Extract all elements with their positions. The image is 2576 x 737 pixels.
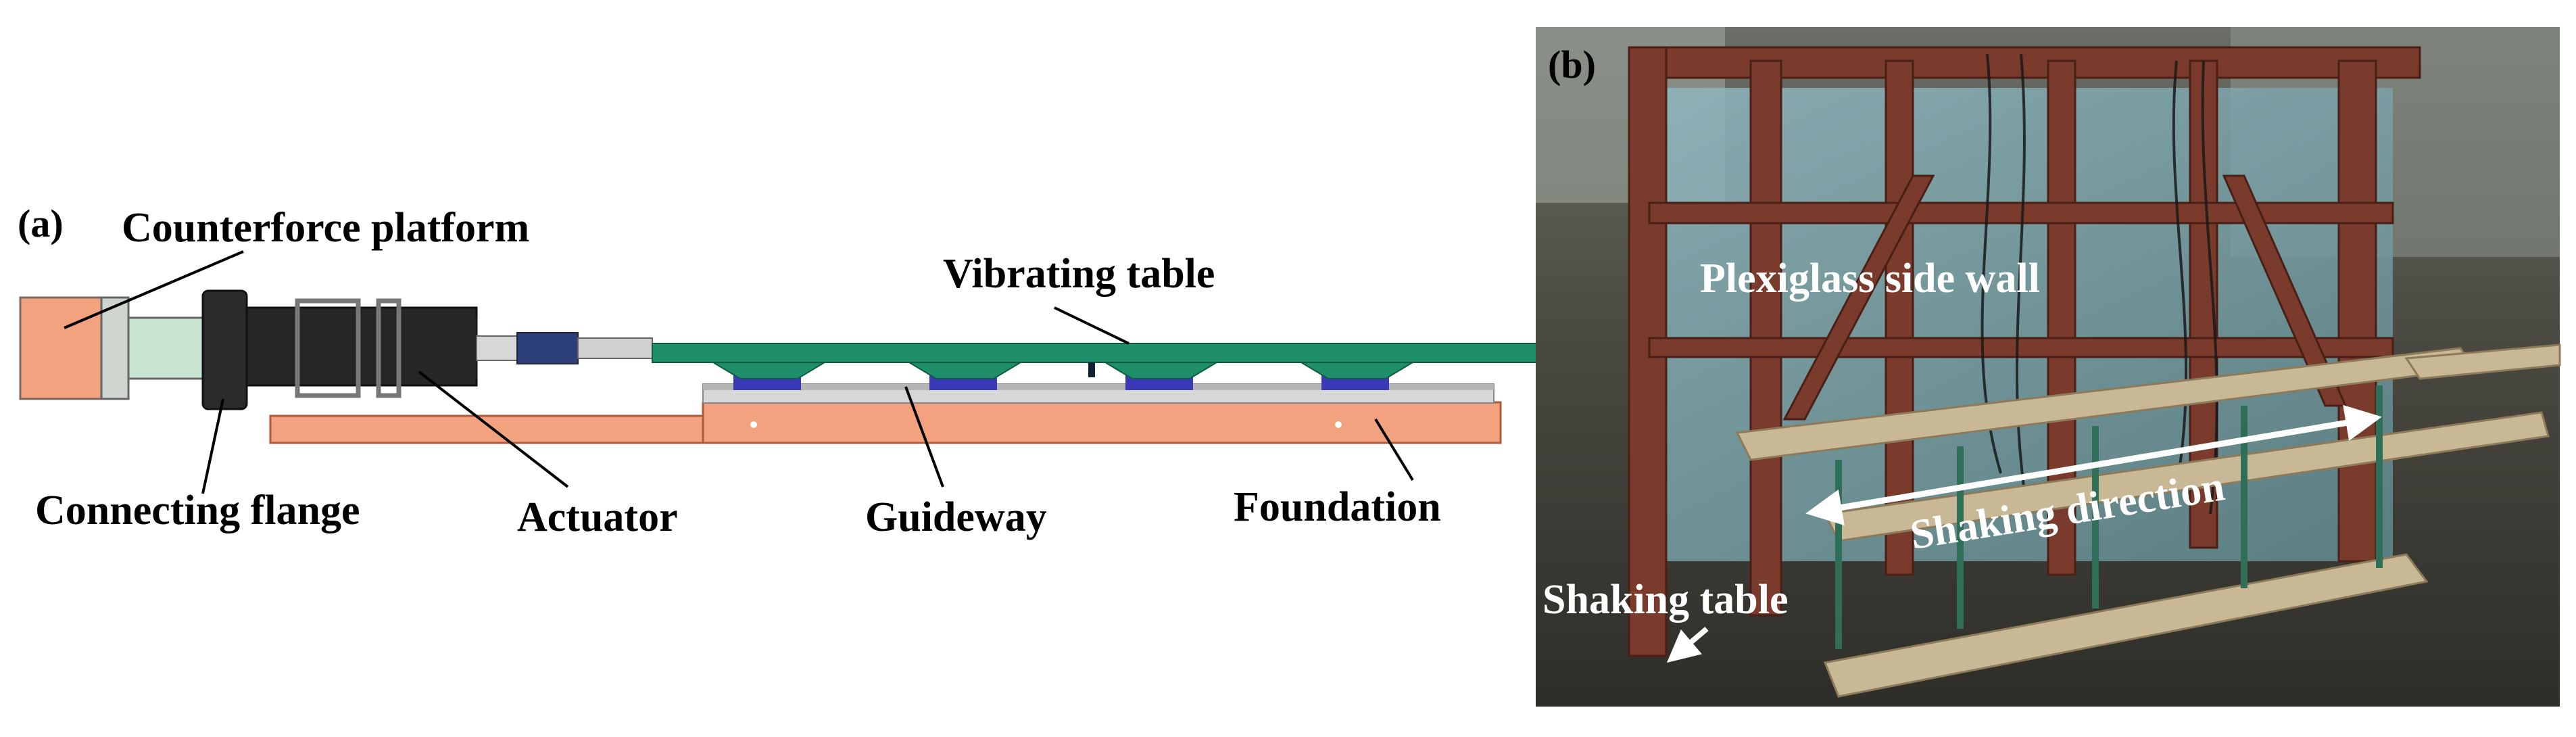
label-connecting-flange: Connecting flange: [35, 488, 360, 533]
label-guideway: Guideway: [865, 494, 1047, 540]
connecting-flange: [201, 289, 248, 410]
counterforce-platform-block: [19, 296, 103, 400]
panel-b-photo: (b) Plexiglass side wall Shaking directi…: [1536, 27, 2561, 707]
steel-frame: [1628, 46, 2421, 657]
piston-rod: [476, 332, 653, 364]
foundation-beam: [269, 401, 1502, 444]
label-actuator: Actuator: [517, 494, 678, 540]
label-plexiglass-side-wall: Plexiglass side wall: [1700, 256, 2040, 302]
panel-a-diagram: (a) Counterforce platform Vibrating tabl…: [18, 201, 1538, 540]
panel-b-tag: (b): [1548, 43, 1596, 87]
shaking-table-arrow: [1666, 626, 1709, 663]
panel-a-tag: (a): [18, 201, 64, 245]
guideway: [702, 375, 1494, 404]
actuator-housing: [100, 296, 204, 400]
label-shaking-table: Shaking table: [1542, 577, 1789, 623]
label-vibrating-table: Vibrating table: [943, 251, 1215, 297]
shaking-direction-arrow: [1805, 404, 2382, 526]
vibrating-table: [652, 343, 1538, 379]
label-counterforce-platform: Counterforce platform: [122, 205, 529, 251]
actuator-body: [245, 298, 478, 398]
leader-lines: [64, 250, 1414, 494]
label-foundation: Foundation: [1234, 484, 1441, 530]
